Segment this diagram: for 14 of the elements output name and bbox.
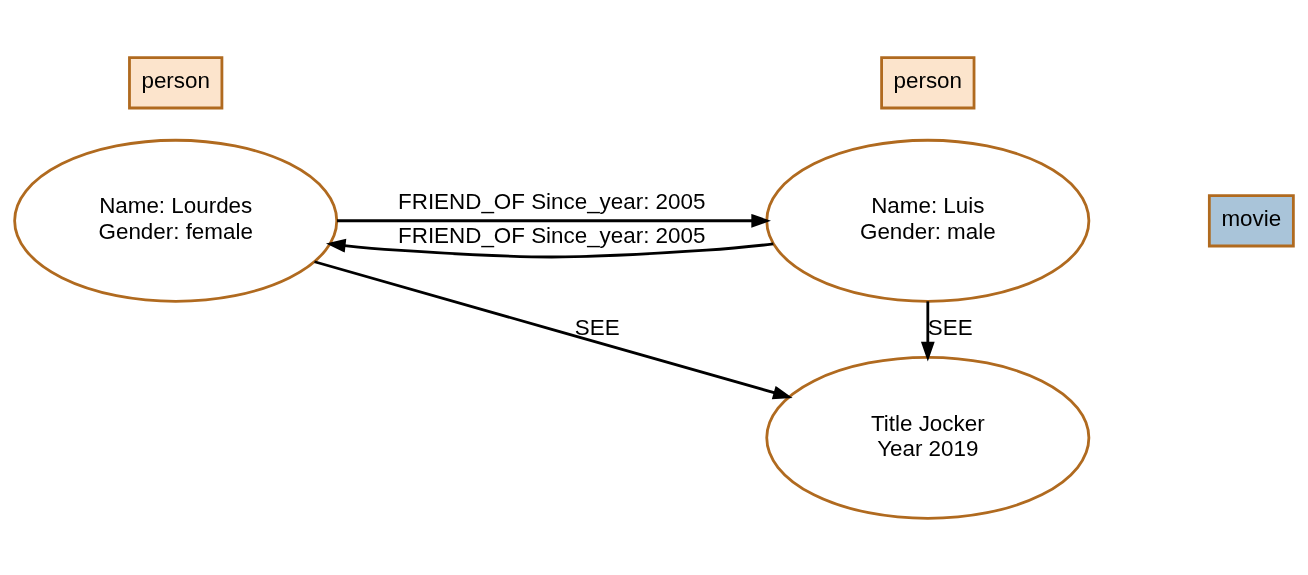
node-ellipse: Name: Lourdes Gender: female — [13, 138, 339, 303]
node-box: person — [128, 55, 224, 109]
arrow — [920, 300, 935, 361]
edge-label: FRIEND_OF Since_year: 2005 — [398, 188, 706, 214]
edge-label: SEE — [927, 314, 973, 340]
edge-label: FRIEND_OF Since_year: 2005 — [398, 222, 706, 248]
arrow — [337, 213, 771, 228]
node-ellipse: Name: Luis Gender: male — [765, 138, 1091, 303]
edge-label: SEE — [574, 314, 620, 340]
node-box: movie — [1207, 193, 1295, 247]
arrow — [314, 259, 793, 399]
node-box: person — [880, 55, 976, 109]
arrow — [326, 238, 774, 258]
node-ellipse: Title Jocker Year 2019 — [765, 355, 1091, 520]
